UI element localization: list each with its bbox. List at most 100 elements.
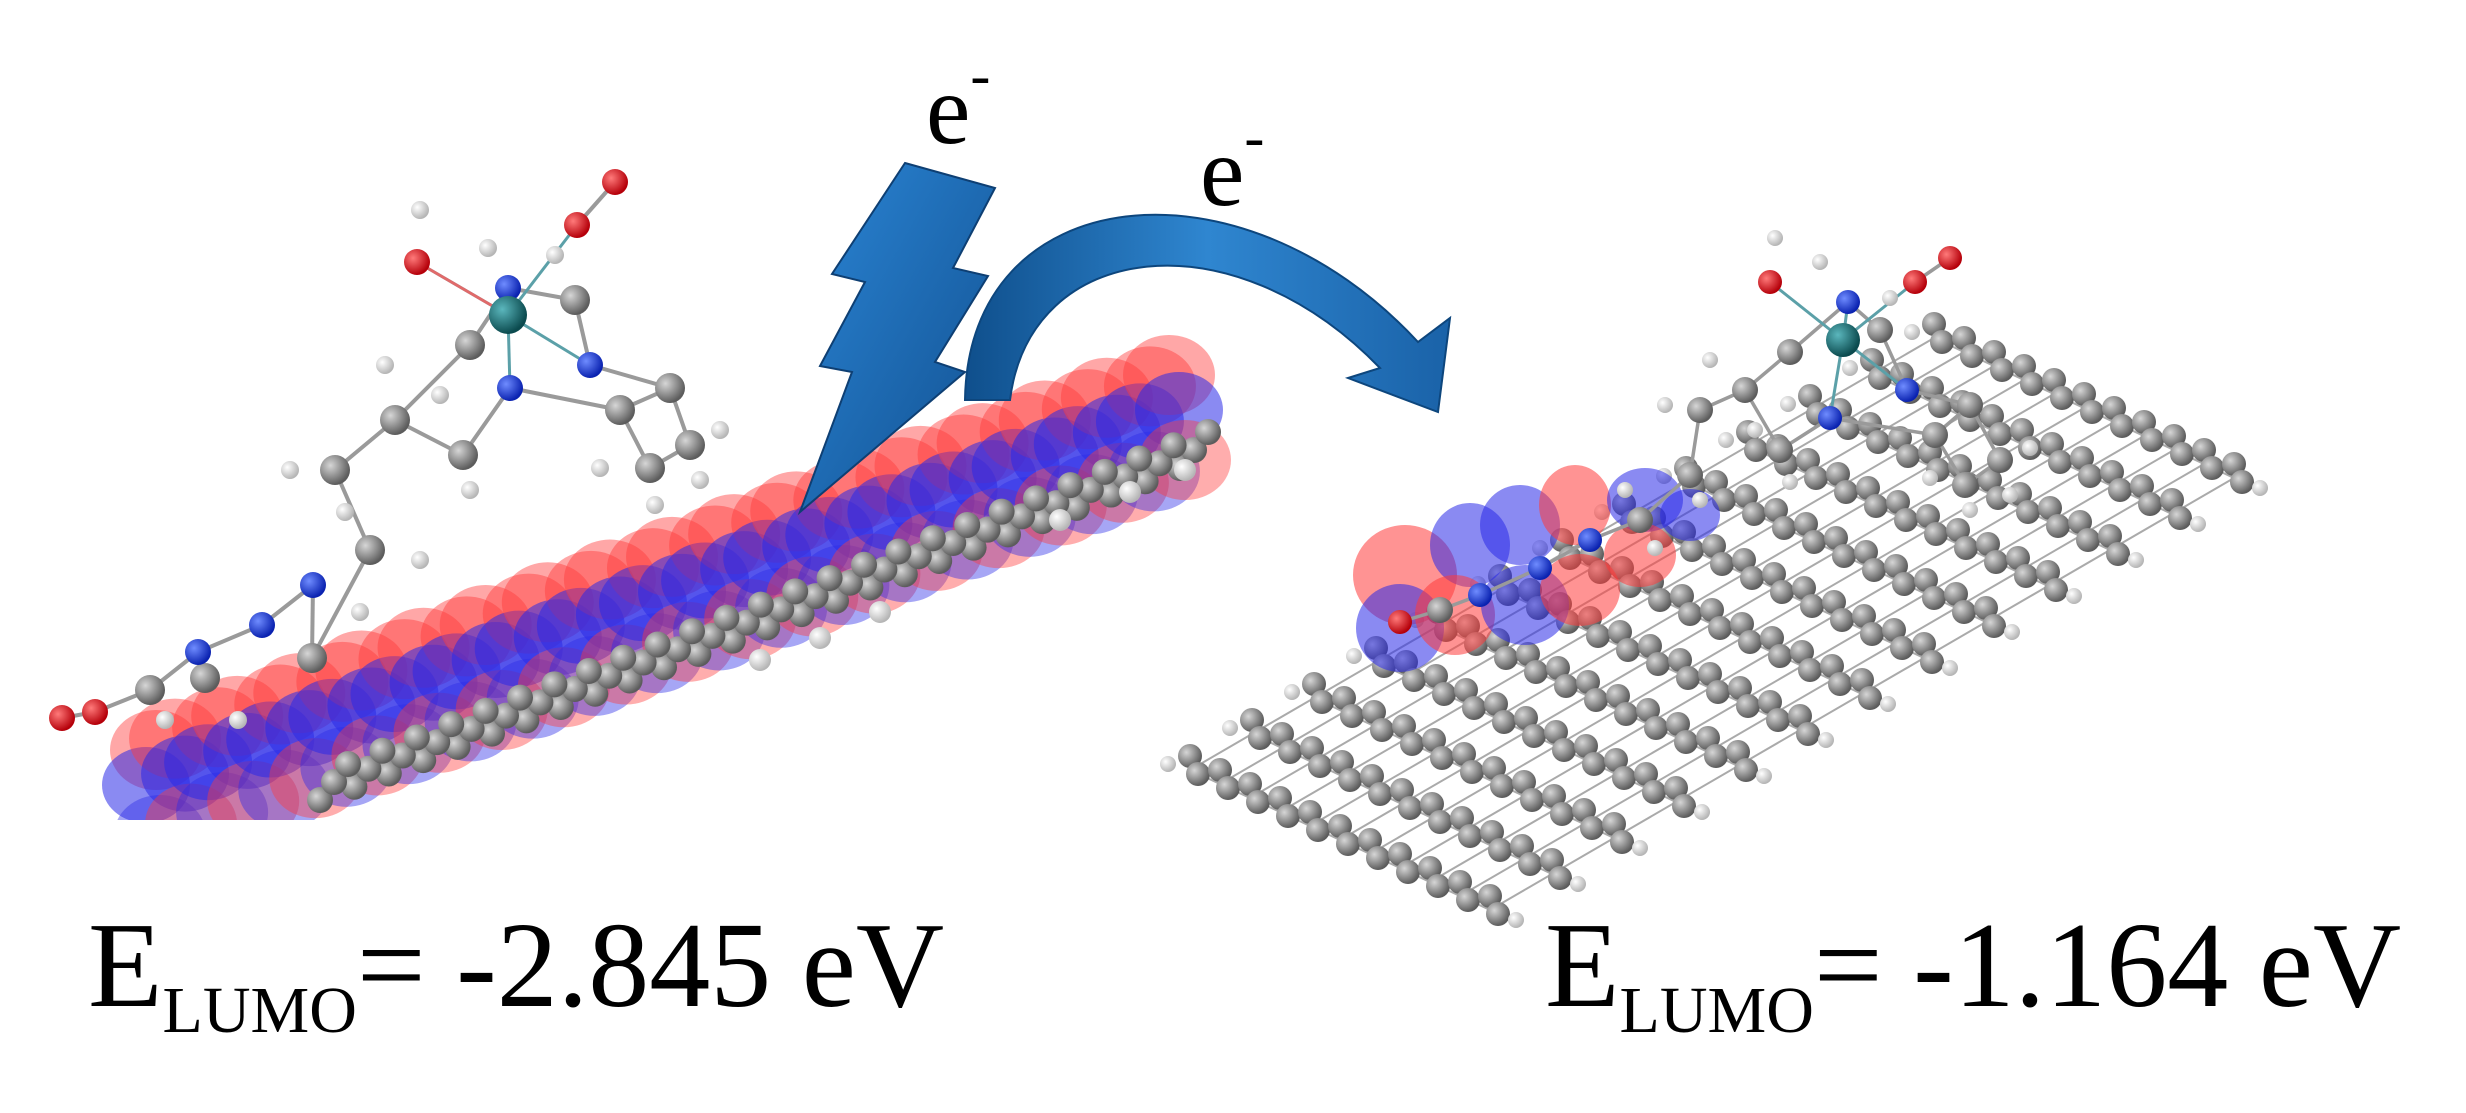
hydrogen-atom	[1767, 230, 1783, 246]
carbon-atom	[768, 596, 795, 623]
carbon-atom	[1552, 738, 1576, 762]
carbon-atom	[1960, 344, 1984, 368]
hydrogen-atom	[1812, 254, 1828, 270]
nitrogen-atom	[1836, 290, 1860, 314]
carbon-atom	[1126, 445, 1153, 472]
carbon-atom	[335, 751, 361, 777]
carbon-atom	[1740, 566, 1764, 590]
carbon-atom	[472, 697, 499, 724]
oxygen-atom	[82, 699, 108, 725]
carbon-atom	[1804, 466, 1828, 490]
carbon-atom	[1456, 888, 1480, 912]
carbon-atom	[410, 747, 437, 774]
hydrogen-atom	[749, 649, 771, 671]
carbon-atom	[321, 769, 347, 795]
carbon-atom	[1332, 686, 1356, 710]
carbon-atom	[1978, 468, 2002, 492]
lightning-bolt-icon	[797, 161, 997, 516]
oxygen-atom	[602, 169, 628, 195]
hydrogen-atom	[1632, 840, 1648, 856]
right-lumo-energy-label: ELUMO= -1.164 eV	[1545, 898, 2402, 1047]
carbon-atom	[1208, 758, 1232, 782]
carbon-atom	[2102, 396, 2126, 420]
carbon-atom	[1428, 810, 1452, 834]
carbon-atom	[1676, 666, 1700, 690]
nitrogen-atom	[497, 375, 523, 401]
carbon-atom	[1882, 618, 1906, 642]
carbon-atom	[1238, 772, 1262, 796]
hydrogen-atom	[1747, 422, 1763, 438]
carbon-atom	[1422, 728, 1446, 752]
carbon-atom	[2076, 528, 2100, 552]
carbon-atom	[954, 511, 981, 538]
carbon-atom	[1708, 616, 1732, 640]
carbon-atom	[575, 658, 602, 685]
carbon-atom	[1884, 554, 1908, 578]
carbon-atom	[1820, 654, 1844, 678]
carbon-atom	[1574, 734, 1598, 758]
carbon-atom	[1648, 588, 1672, 612]
carbon-atom	[1362, 700, 1386, 724]
carbon-atom	[1924, 522, 1948, 546]
carbon-atom	[919, 525, 946, 552]
carbon-atom	[1767, 437, 1793, 463]
hydrogen-atom	[1962, 502, 1978, 518]
carbon-atom	[1546, 656, 1570, 680]
hydrogen-atom	[809, 627, 831, 649]
carbon-atom	[1744, 438, 1768, 462]
carbon-atom	[596, 662, 623, 689]
carbon-atom	[1448, 870, 1472, 894]
hydrogen-atom	[1119, 481, 1141, 503]
carbon-atom	[1300, 736, 1324, 760]
orbital-lobe-negative	[1660, 489, 1720, 541]
carbon-atom	[1672, 794, 1696, 818]
carbon-atom	[380, 405, 410, 435]
carbon-atom	[375, 760, 402, 787]
carbon-atom	[1736, 694, 1760, 718]
carbon-atom	[1396, 860, 1420, 884]
carbon-atom	[2046, 514, 2070, 538]
carbon-atom	[1544, 720, 1568, 744]
carbon-atom	[1492, 710, 1516, 734]
carbon-atom	[2162, 424, 2186, 448]
nitrogen-atom	[1468, 583, 1492, 607]
nitrogen-atom	[249, 612, 275, 638]
carbon-atom	[1186, 762, 1210, 786]
carbon-atom	[1554, 674, 1578, 698]
carbon-atom	[1758, 690, 1782, 714]
carbon-atom	[1392, 714, 1416, 738]
carbon-atom	[1328, 814, 1352, 838]
hydrogen-atom	[546, 246, 564, 264]
carbon-atom	[513, 707, 540, 734]
hydrogen-atom	[2022, 440, 2038, 456]
carbon-atom	[1860, 622, 1884, 646]
carbon-atom	[1340, 704, 1364, 728]
carbon-atom	[1608, 620, 1632, 644]
carbon-atom	[1494, 646, 1518, 670]
carbon-atom	[1616, 638, 1640, 662]
carbon-atom	[1308, 754, 1332, 778]
oxygen-atom	[49, 705, 75, 731]
carbon-atom	[1486, 902, 1510, 926]
carbon-atom	[679, 618, 705, 645]
carbon-atom	[1957, 392, 1983, 418]
carbon-atom	[1764, 498, 1788, 522]
carbon-atom	[1516, 642, 1540, 666]
carbon-atom	[2040, 432, 2064, 456]
carbon-atom	[1338, 768, 1362, 792]
carbon-atom	[507, 684, 533, 711]
carbon-atom	[747, 591, 774, 618]
carbon-atom	[424, 729, 451, 756]
carbon-atom	[2010, 418, 2034, 442]
carbon-atom	[1195, 419, 1221, 445]
carbon-atom	[2110, 414, 2134, 438]
carbon-atom	[1678, 602, 1702, 626]
carbon-atom	[1687, 397, 1713, 423]
carbon-atom	[1922, 312, 1946, 336]
nitrogen-atom	[495, 275, 521, 301]
hydrogen-atom	[2066, 588, 2082, 604]
carbon-atom	[1798, 384, 1822, 408]
carbon-atom	[2130, 474, 2154, 498]
carbon-atom	[1732, 377, 1758, 403]
